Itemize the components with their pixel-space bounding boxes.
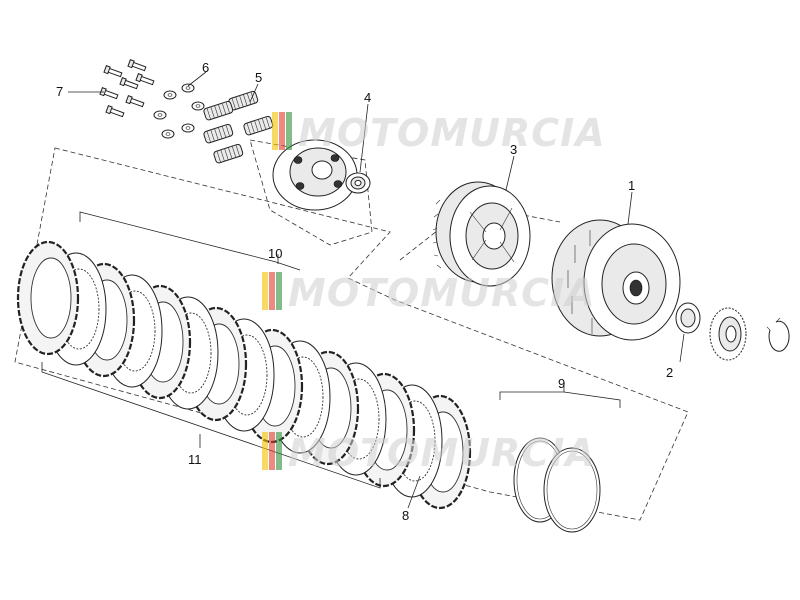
watermark-stripe: [269, 272, 275, 310]
thrust-washer-part: [675, 302, 701, 334]
watermark-stripe: [276, 432, 282, 470]
watermark-bottom: MOTOMURCIA: [262, 431, 596, 475]
watermark-stripe: [262, 432, 268, 470]
callout-4: 4: [364, 90, 371, 105]
callout-6: 6: [202, 60, 209, 75]
callout-5: 5: [255, 70, 262, 85]
inner-hub-part: [432, 181, 531, 287]
callout-8: 8: [402, 508, 409, 523]
watermark-stripe: [272, 112, 278, 150]
watermark-top: MOTOMURCIA: [272, 111, 606, 155]
clutch-basket-part: [551, 219, 681, 341]
callout-3: 3: [510, 142, 517, 157]
watermark-text: MOTOMURCIA: [288, 271, 596, 315]
watermark-stripe: [269, 432, 275, 470]
callout-10: 10: [268, 246, 282, 261]
circlip-part: [766, 317, 790, 352]
pressure-plate-part: [272, 139, 358, 211]
callout-11: 11: [188, 452, 202, 467]
watermark-text: MOTOMURCIA: [298, 111, 606, 155]
callout-1: 1: [628, 178, 635, 193]
friction-plate: [16, 240, 80, 356]
watermark-stripe: [279, 112, 285, 150]
starter-gear-part: [709, 307, 747, 361]
bearing-part: [345, 172, 371, 194]
watermark-stripe: [276, 272, 282, 310]
watermark-text: MOTOMURCIA: [288, 431, 596, 475]
screws-group: [99, 59, 155, 118]
o-rings-part: [513, 437, 601, 533]
watermark-middle: MOTOMURCIA: [262, 271, 596, 315]
watermark-stripe: [262, 272, 268, 310]
watermark-stripe: [286, 112, 292, 150]
clutch-plates-stack: [16, 240, 472, 510]
washers-group: [153, 83, 205, 139]
callout-7: 7: [56, 84, 63, 99]
springs-group: [203, 90, 274, 164]
callout-9: 9: [558, 376, 565, 391]
plates-group-outline: [14, 147, 689, 521]
leader-lines: [41, 71, 685, 509]
callout-2: 2: [666, 365, 673, 380]
